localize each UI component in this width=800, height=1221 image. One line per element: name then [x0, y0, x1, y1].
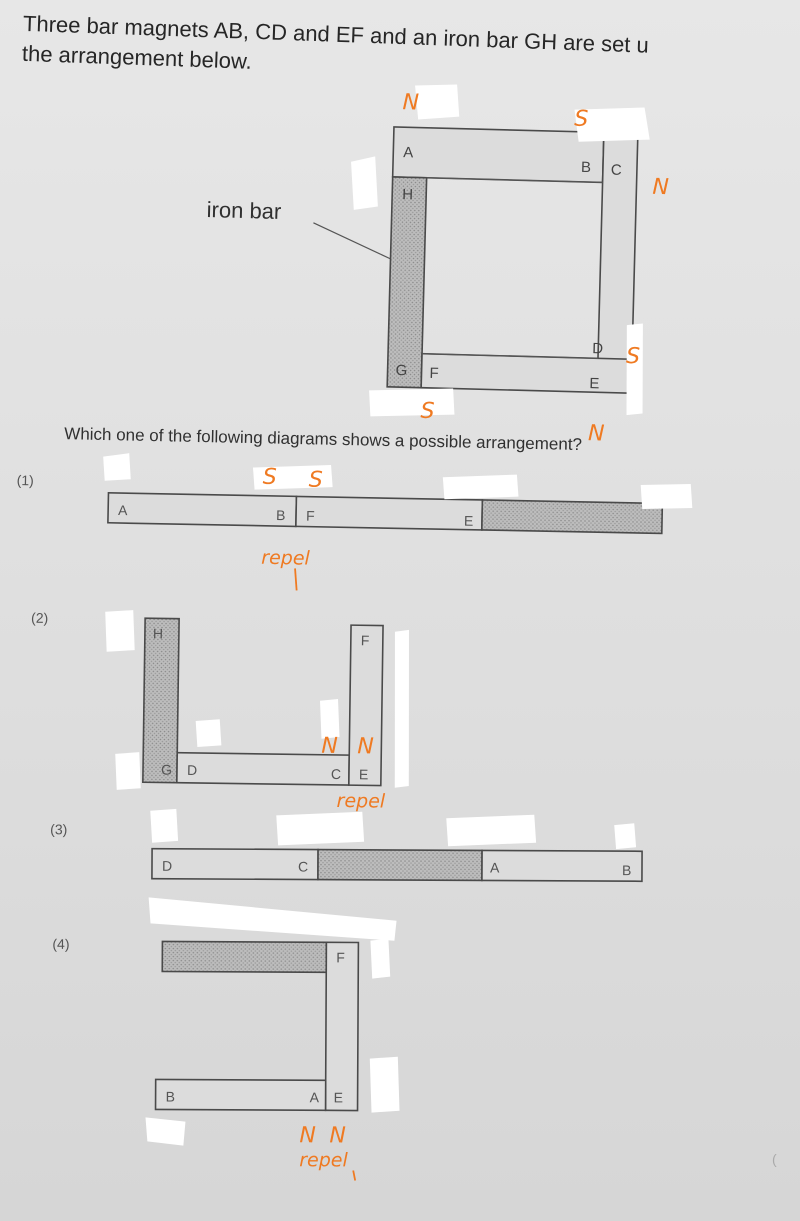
- option-2-whiteout-5: [394, 629, 409, 788]
- annotation-n-right: N: [652, 175, 669, 200]
- option-1-label-b: B: [276, 507, 286, 523]
- magnet-ef: [420, 352, 633, 395]
- label-a: A: [403, 144, 413, 161]
- option-4-annotation-n2: N: [329, 1123, 346, 1148]
- whiteout-4: [626, 323, 643, 416]
- option-2-annotation-n1: N: [321, 734, 338, 759]
- option-4-whiteout-4: [145, 1117, 186, 1146]
- annotation-n-top: N: [402, 90, 419, 115]
- option-1-magnet-ab: [107, 491, 298, 528]
- margin-mark: (: [772, 1151, 777, 1167]
- option-2-iron-bar: [142, 617, 180, 784]
- label-e: E: [589, 375, 599, 392]
- option-1-label-f: F: [306, 508, 315, 524]
- option-3-whiteout-3: [446, 814, 537, 847]
- option-3-magnet-dc: [151, 847, 319, 881]
- option-4-label-e: E: [334, 1089, 343, 1105]
- option-1-label-a: A: [118, 502, 128, 518]
- whiteout-5: [369, 388, 455, 417]
- option-1-annotation-s1: S: [263, 465, 277, 490]
- option-2-label-g: G: [161, 761, 172, 777]
- option-1-label-e: E: [464, 513, 474, 529]
- option-4: (4) F B A E N N repel: [52, 897, 400, 1181]
- option-4-number: (4): [52, 936, 69, 952]
- annotation-s-bottom: S: [420, 399, 435, 424]
- main-diagram: iron bar A B C H D G F E N S N S S N: [206, 84, 669, 447]
- annotation-s-right: S: [626, 344, 641, 369]
- iron-bar-label: iron bar: [206, 197, 281, 224]
- option-2-label-e: E: [359, 766, 369, 782]
- annotation-n-bottom: N: [588, 421, 605, 446]
- whiteout-3: [351, 156, 378, 210]
- magnet-ab: [391, 126, 605, 184]
- option-4-annotation-n1: N: [299, 1123, 316, 1148]
- option-3-whiteout-4: [614, 823, 637, 850]
- label-f: F: [429, 365, 439, 382]
- option-1-iron-bar: [481, 499, 664, 535]
- option-1-number: (1): [17, 472, 34, 488]
- option-2-label-c: C: [331, 766, 341, 782]
- whiteout-1: [415, 84, 460, 120]
- annotation-s-top-right: S: [574, 107, 589, 132]
- option-4-label-b: B: [166, 1089, 175, 1105]
- option-3-whiteout-1: [150, 808, 179, 843]
- option-1-whiteout-3: [442, 474, 519, 500]
- option-1-whiteout-2: [252, 465, 333, 490]
- option-2-whiteout-1: [105, 610, 135, 652]
- option-4-repel-note: repel: [299, 1149, 348, 1171]
- option-3-label-d: D: [162, 858, 172, 874]
- option-4-label-f: F: [336, 949, 345, 965]
- option-4-label-a: A: [310, 1089, 320, 1105]
- option-3-magnet-ab: [481, 849, 643, 883]
- option-1-annotation-s2: S: [309, 468, 323, 493]
- option-2-label-d: D: [187, 762, 197, 778]
- option-1: (1) A B F E S S repel: [17, 453, 693, 591]
- option-2-magnet-fe: [348, 624, 384, 787]
- option-3-label-b: B: [622, 862, 631, 878]
- option-2: (2) H F G D C E N N repel: [31, 610, 409, 828]
- label-h: H: [402, 186, 413, 203]
- option-4-whiteout-3: [369, 1056, 400, 1113]
- option-4-magnet-fe: [324, 941, 360, 1112]
- option-3-label-a: A: [490, 859, 500, 875]
- option-1-repel-note: repel: [261, 547, 311, 570]
- whiteout-2: [574, 107, 650, 142]
- option-3-number: (3): [50, 821, 67, 837]
- option-2-whiteout-4: [319, 698, 340, 739]
- question-line-2: the arrangement below.: [22, 41, 253, 74]
- option-4-whiteout-2: [370, 938, 391, 979]
- option-3-label-c: C: [298, 858, 308, 874]
- option-4-iron-bar: [161, 940, 328, 974]
- option-2-label-h: H: [153, 625, 163, 641]
- option-2-repel-note: repel: [336, 790, 386, 813]
- option-2-label-f: F: [361, 632, 370, 648]
- option-3-iron-bar: [317, 848, 483, 882]
- label-b: B: [581, 159, 591, 176]
- option-2-number: (2): [31, 610, 48, 626]
- prompt-group: Which one of the following diagrams show…: [64, 424, 582, 454]
- label-d: D: [592, 340, 603, 357]
- prompt-text: Which one of the following diagrams show…: [64, 424, 582, 454]
- label-c: C: [611, 162, 622, 179]
- option-3-whiteout-2: [276, 811, 365, 846]
- option-1-whiteout-4: [640, 483, 693, 510]
- option-2-whiteout-2: [115, 752, 141, 790]
- option-4-whiteout-1: [148, 897, 397, 941]
- option-3: (3) D C A B: [50, 808, 643, 883]
- iron-bar-pointer: [313, 222, 391, 260]
- option-1-magnet-fe: [295, 495, 484, 531]
- option-2-annotation-n2: N: [357, 734, 374, 759]
- question-text: Three bar magnets AB, CD and EF and an i…: [22, 11, 650, 74]
- option-4-magnet-ba: [154, 1078, 327, 1112]
- iron-bar-gh: [386, 176, 428, 389]
- option-1-whiteout-1: [103, 453, 131, 481]
- option-2-whiteout-3: [195, 719, 222, 747]
- label-g: G: [395, 362, 407, 379]
